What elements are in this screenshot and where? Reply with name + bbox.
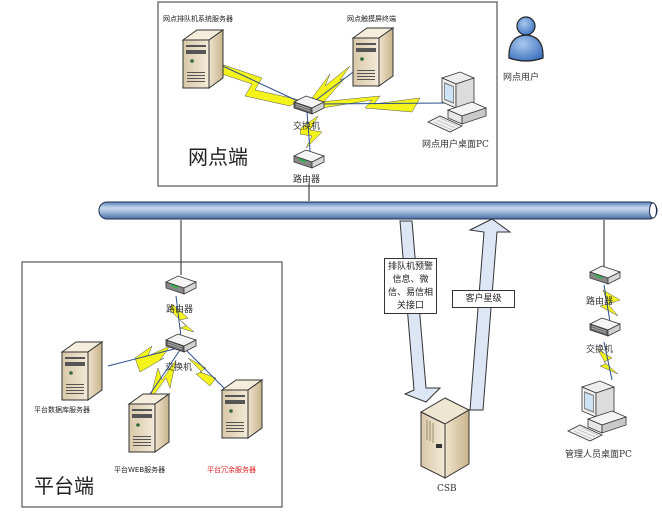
queue-server-icon xyxy=(182,29,224,89)
branch-router-label: 路由器 xyxy=(293,175,321,185)
platform-links xyxy=(107,295,229,401)
backbone-bus xyxy=(98,201,658,220)
branch-links xyxy=(209,56,447,164)
web-server-icon xyxy=(128,393,170,453)
admin-switch-label: 交换机 xyxy=(586,345,614,355)
csb-server-icon xyxy=(419,397,471,479)
db-server-icon xyxy=(61,341,103,401)
touch-terminal-icon xyxy=(352,27,394,87)
redundant-server-label: 平台冗余服务器 xyxy=(207,466,256,474)
user-icon xyxy=(508,16,544,62)
user-label: 网点用户 xyxy=(503,73,540,83)
branch-router-icon xyxy=(293,149,325,169)
branch-pc-label: 网点用户桌面PC xyxy=(422,140,489,150)
db-server-label: 平台数据库服务器 xyxy=(34,406,90,414)
platform-zone-title: 平台端 xyxy=(34,474,94,498)
arrow-up xyxy=(468,218,512,411)
admin-router-label: 路由器 xyxy=(586,297,614,307)
platform-switch-label: 交换机 xyxy=(165,363,193,373)
branch-switch-label: 交换机 xyxy=(293,122,321,132)
platform-router-icon xyxy=(165,275,197,295)
queue-server-label: 网点排队机系统服务器 xyxy=(163,15,233,23)
branch-zone-title: 网点端 xyxy=(188,145,248,169)
admin-pc-icon xyxy=(567,380,627,442)
arrow-down-note: 排队机预警信息、微信、易信相关接口 xyxy=(384,258,437,314)
csb-label: CSB xyxy=(437,484,457,494)
platform-router-label: 路由器 xyxy=(166,305,194,315)
admin-links xyxy=(597,284,621,381)
arrow-up-note: 客户星级 xyxy=(452,290,515,308)
redundant-server-icon xyxy=(221,379,263,439)
admin-router-icon xyxy=(589,265,621,285)
admin-pc-label: 管理人员桌面PC xyxy=(565,450,632,460)
web-server-label: 平台WEB服务器 xyxy=(114,466,166,474)
branch-pc-icon xyxy=(427,71,487,133)
admin-switch-icon xyxy=(589,317,621,337)
platform-zone-box xyxy=(21,261,283,508)
platform-switch-icon xyxy=(165,333,197,353)
branch-zone-box xyxy=(157,1,498,187)
touch-terminal-label: 网点触摸屏终端 xyxy=(347,15,396,23)
